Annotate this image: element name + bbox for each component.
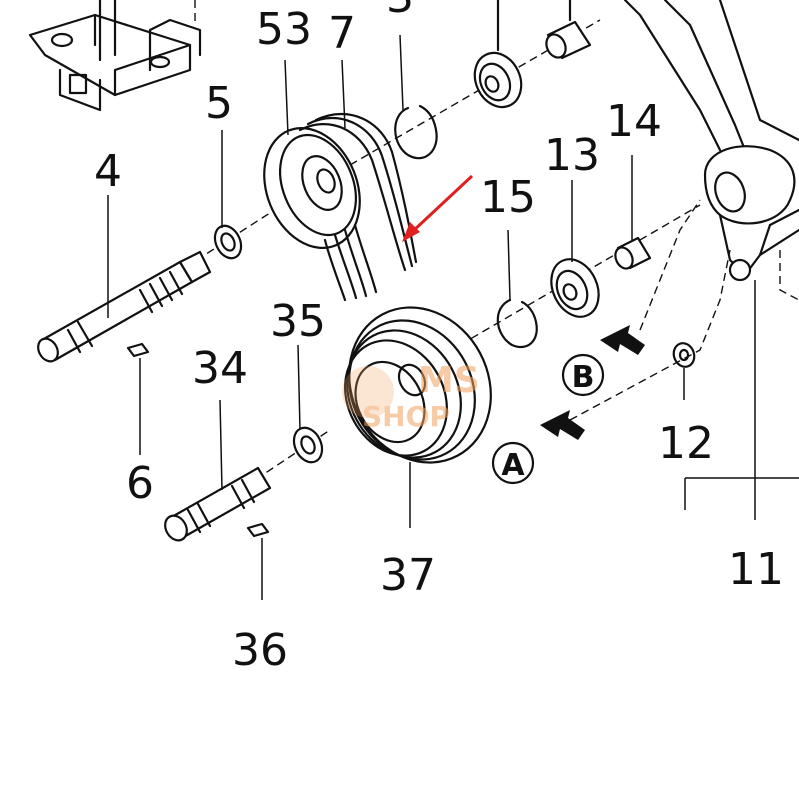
label-34: 34 xyxy=(192,343,248,394)
label-13: 13 xyxy=(544,130,600,181)
label-36: 36 xyxy=(232,625,288,676)
shaft-4 xyxy=(37,250,212,363)
label-37: 37 xyxy=(380,550,436,601)
label-3: 3 xyxy=(386,0,414,23)
part-labels: 53 7 3 5 4 14 13 15 35 34 6 12 37 36 11 xyxy=(94,0,784,676)
washer-35 xyxy=(292,426,324,464)
label-15: 15 xyxy=(480,172,536,223)
bushing-top xyxy=(545,0,592,60)
bearing-13 xyxy=(550,258,600,318)
ref-arrow-b: B xyxy=(561,325,645,397)
key-6 xyxy=(126,342,150,358)
marker-b: B xyxy=(572,360,595,395)
bracket-assembly xyxy=(28,0,202,112)
pulley-37 xyxy=(344,306,492,464)
shaft-34 xyxy=(164,466,272,542)
arm-housing xyxy=(623,0,799,301)
marker-a: A xyxy=(501,448,525,483)
lower-axis-line-2 xyxy=(459,204,701,346)
bushing-14 xyxy=(614,236,652,270)
key-36 xyxy=(246,522,270,538)
ref-arrow-a: A xyxy=(491,410,585,485)
watermark-line1: MS xyxy=(418,360,480,401)
bracket-11 xyxy=(684,280,799,520)
red-arrow xyxy=(402,174,474,242)
watermark: MS SHOP xyxy=(342,360,480,433)
label-12: 12 xyxy=(658,418,714,469)
label-6: 6 xyxy=(126,458,154,509)
label-35: 35 xyxy=(270,296,326,347)
washer-5 xyxy=(213,224,243,260)
route-b xyxy=(639,199,701,331)
leader-lines xyxy=(107,34,685,600)
route-a xyxy=(569,249,731,421)
bearing-top xyxy=(473,0,523,109)
label-4: 4 xyxy=(94,146,122,197)
label-14: 14 xyxy=(606,96,662,147)
circlip-3 xyxy=(394,104,438,160)
label-5: 5 xyxy=(205,78,233,129)
label-7: 7 xyxy=(328,8,356,59)
watermark-line2: SHOP xyxy=(362,400,450,433)
nut-12 xyxy=(672,342,696,368)
circlip-15 xyxy=(496,298,538,348)
label-11: 11 xyxy=(728,544,784,595)
pulley-53 xyxy=(263,126,361,250)
label-53: 53 xyxy=(256,4,312,55)
